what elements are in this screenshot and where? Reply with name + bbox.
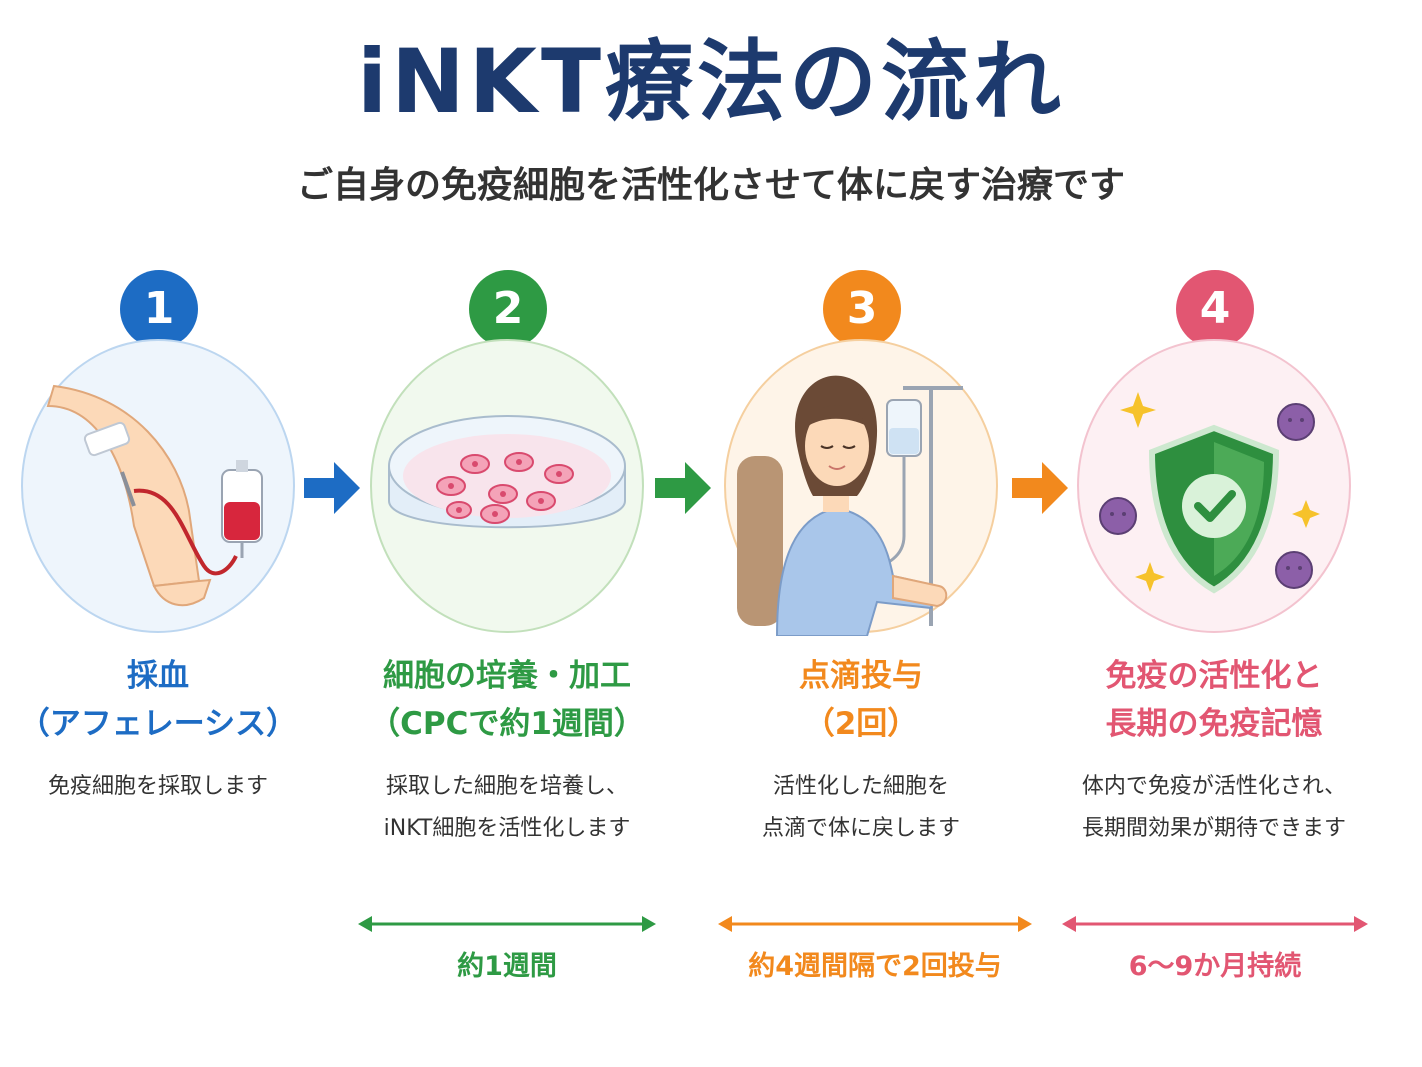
step-3-description-line1: 活性化した細胞を [772, 774, 949, 799]
duration-3: 6～9か月持続 [1060, 912, 1370, 992]
step-2-title: 細胞の培養・加工 [383, 658, 631, 694]
step-4-badge: 4 [1176, 270, 1254, 348]
step-4: 4 免疫の活性化と 長期の免疫記憶 体内 [1064, 270, 1364, 870]
step-3-illustration [717, 336, 1005, 636]
step-1-description: 免疫細胞を採取します [47, 774, 268, 799]
step-2-illustration [363, 336, 651, 636]
step-3-badge: 3 [823, 270, 901, 348]
page-subtitle: ご自身の免疫細胞を活性化させて体に戻す治療です [296, 165, 1125, 206]
step-2-badge: 2 [469, 270, 547, 348]
step-3-description-line2: 点滴で体に戻します [761, 816, 960, 841]
arrow-right-icon [1012, 462, 1068, 514]
step-4-subtitle: 長期の免疫記憶 [1105, 706, 1323, 742]
step-4-description-line2: 長期間効果が期待できます [1081, 816, 1346, 841]
step-4-description-line1: 体内で免疫が活性化され、 [1081, 774, 1347, 799]
double-arrow-icon [1062, 916, 1368, 932]
shield-check-icon [1077, 339, 1351, 633]
step-1: 1 採血 （アフェレーシス） 免疫細胞を採取します [8, 270, 308, 870]
step-3-subtitle: （2回） [803, 706, 919, 742]
duration-2: 約4週間隔で2回投与 [716, 912, 1034, 992]
step-1-badge: 1 [120, 270, 198, 348]
blood-draw-icon [21, 339, 295, 633]
iv-drip-patient-icon [724, 339, 998, 636]
arrow-right-icon [304, 462, 360, 514]
step-3: 3 点滴投与 （2回） 活性化した細胞を 点滴で体に戻します [711, 270, 1011, 870]
arrow-right-icon [655, 462, 711, 514]
duration-2-label: 約4週間隔で2回投与 [748, 951, 1002, 982]
step-1-title: 採血 [127, 658, 189, 694]
double-arrow-icon [358, 916, 656, 932]
duration-1: 約1週間 [356, 912, 658, 992]
step-1-subtitle: （アフェレーシス） [18, 706, 298, 742]
step-2-description-line2: iNKT細胞を活性化します [383, 816, 631, 841]
duration-3-label: 6～9か月持続 [1128, 951, 1302, 982]
page-title: iNKT療法の流れ [356, 30, 1066, 133]
step-4-illustration [1070, 336, 1358, 636]
duration-1-label: 約1週間 [457, 951, 557, 982]
double-arrow-icon [718, 916, 1032, 932]
step-4-title: 免疫の活性化と [1105, 658, 1323, 694]
step-2-subtitle: （CPCで約1週間） [369, 706, 645, 742]
step-3-title: 点滴投与 [799, 658, 923, 694]
step-2: 2 細胞の培養・加工 （CPCで約1週間） 採 [357, 270, 657, 870]
step-1-illustration [14, 336, 302, 636]
petri-dish-icon [370, 339, 644, 633]
step-2-description-line1: 採取した細胞を培養し、 [385, 774, 628, 799]
